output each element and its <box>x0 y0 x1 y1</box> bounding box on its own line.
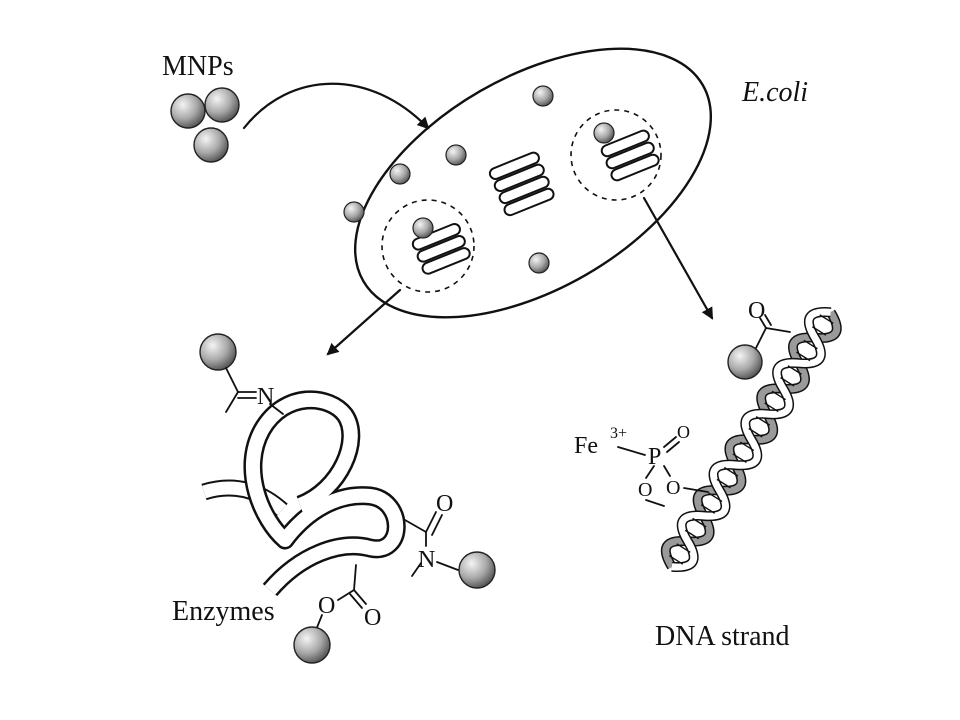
fe-charge-label: 3+ <box>610 425 627 442</box>
phosphate-o-left-label: O <box>638 479 652 501</box>
amide-o-label: O <box>436 491 453 517</box>
mnp-sphere <box>445 144 467 166</box>
mnp-cluster <box>170 87 240 163</box>
mnp-sphere <box>458 551 496 589</box>
dna-strand-b-fill <box>671 308 832 571</box>
dashed-compartment-right <box>570 109 662 201</box>
mnp-sphere <box>293 626 331 664</box>
arrow-to-dna <box>642 196 714 320</box>
ecoli-label: E.coli <box>741 77 808 108</box>
dna-strand-label: DNA strand <box>655 621 790 652</box>
fe-phosphate-linkage: Fe 3+ P O O O <box>574 422 709 507</box>
mnp-sphere <box>727 344 763 380</box>
enzymes-label: Enzymes <box>172 596 275 627</box>
imine-linkage: N <box>199 333 284 415</box>
mnp-sphere <box>528 252 550 274</box>
dna-helix <box>660 307 842 573</box>
ester-o2-label: O <box>364 605 381 631</box>
carbonyl-linkage: O <box>727 298 791 380</box>
ribosome-stack-center <box>488 151 555 217</box>
mnp-sphere <box>193 127 229 163</box>
dashed-compartment-left <box>381 199 475 293</box>
phosphorus-label: P <box>648 444 661 470</box>
uptake-arrow <box>242 82 430 130</box>
mnp-sphere <box>389 163 411 185</box>
ecoli-membrane <box>353 47 713 319</box>
amide-linkage: O N <box>404 491 496 589</box>
ester-linkage: O O <box>293 564 381 664</box>
mnp-sphere <box>343 201 365 223</box>
amide-n-label: N <box>418 547 435 573</box>
ester-o1-label: O <box>318 593 335 619</box>
phosphate-o-right-label: O <box>666 477 680 499</box>
mnp-sphere <box>593 122 615 144</box>
dna-base-pairs <box>668 314 834 565</box>
mnp-sphere <box>170 93 206 129</box>
mnp-sphere <box>412 217 434 239</box>
mnps-label: MNPs <box>162 51 234 82</box>
arrow-to-enzymes <box>326 288 402 356</box>
ecoli-cell <box>343 47 713 319</box>
ribosome-stack-right <box>600 129 660 182</box>
fe-label: Fe <box>574 433 598 459</box>
imine-n-label: N <box>257 384 274 410</box>
mnp-sphere <box>204 87 240 123</box>
ribosome-stack-left <box>411 222 471 275</box>
enzyme-tube-fill <box>246 392 404 595</box>
carbonyl-o-label: O <box>748 298 765 324</box>
phosphate-o-top-label: O <box>677 422 690 442</box>
mnp-sphere <box>532 85 554 107</box>
mnp-sphere <box>199 333 237 371</box>
enzyme-coil <box>201 390 406 597</box>
